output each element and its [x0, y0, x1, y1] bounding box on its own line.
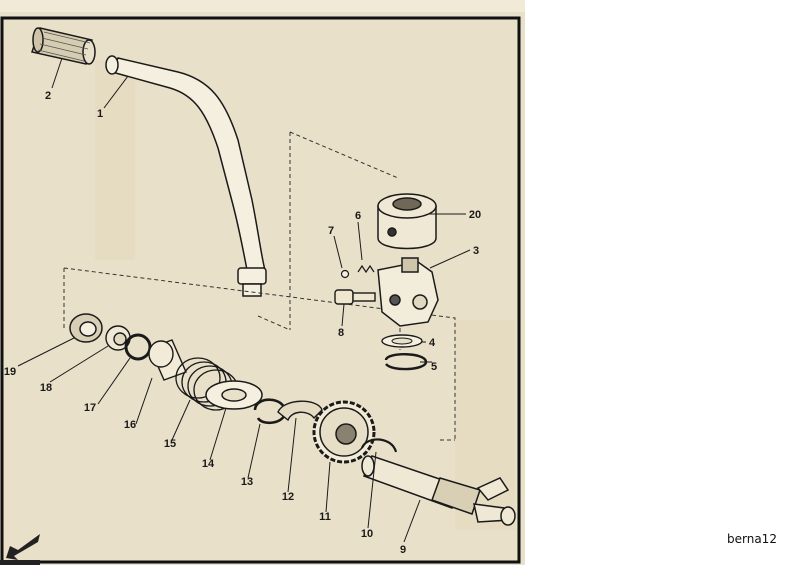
- exploded-parts-diagram: 1 2 3 4 5 6 7 8 9 10 11 12 13 14 15 16 1…: [0, 0, 525, 565]
- washer-part: [381, 334, 423, 348]
- spring-guide-16: [148, 339, 187, 381]
- callout-1: 1: [96, 108, 104, 120]
- spring-part: [357, 264, 375, 274]
- callout-10: 10: [360, 528, 374, 540]
- callout-5: 5: [430, 361, 438, 373]
- callout-17: 17: [83, 402, 97, 414]
- kick-boss: [377, 193, 437, 250]
- callout-16: 16: [123, 419, 137, 431]
- callout-19: 19: [3, 366, 17, 378]
- callout-15: 15: [163, 438, 177, 450]
- corner-arrow-icon: [0, 534, 40, 565]
- callout-18: 18: [39, 382, 53, 394]
- kick-gear-11: [312, 400, 376, 464]
- ring-17: [124, 333, 152, 361]
- page-frame: [0, 16, 521, 564]
- kick-lever: [105, 55, 267, 297]
- bolt-part: [334, 289, 376, 305]
- callout-8: 8: [337, 327, 345, 339]
- callout-14: 14: [201, 458, 215, 470]
- callout-9: 9: [399, 544, 407, 556]
- callout-11: 11: [319, 511, 331, 523]
- washer-14: [205, 380, 263, 410]
- leader-lines: [17, 57, 471, 543]
- spring-clip-10: [360, 438, 398, 453]
- ball-part: [340, 269, 350, 279]
- callout-2: 2: [44, 90, 52, 102]
- callout-13: 13: [240, 476, 254, 488]
- callout-20: 20: [468, 209, 482, 221]
- callout-3: 3: [472, 245, 480, 257]
- oil-seal-19: [69, 313, 103, 343]
- diagram-drawing: [0, 0, 525, 565]
- callout-6: 6: [354, 210, 362, 222]
- credit-label: berna12: [727, 532, 777, 546]
- callout-12: 12: [281, 491, 295, 503]
- collar-18: [105, 325, 131, 351]
- kick-shaft-9: [361, 455, 516, 526]
- grip-rubber: [31, 27, 96, 65]
- callout-4: 4: [428, 337, 436, 349]
- callout-7: 7: [327, 225, 335, 237]
- kick-arm-holder: [377, 257, 439, 327]
- clip-12: [277, 400, 323, 422]
